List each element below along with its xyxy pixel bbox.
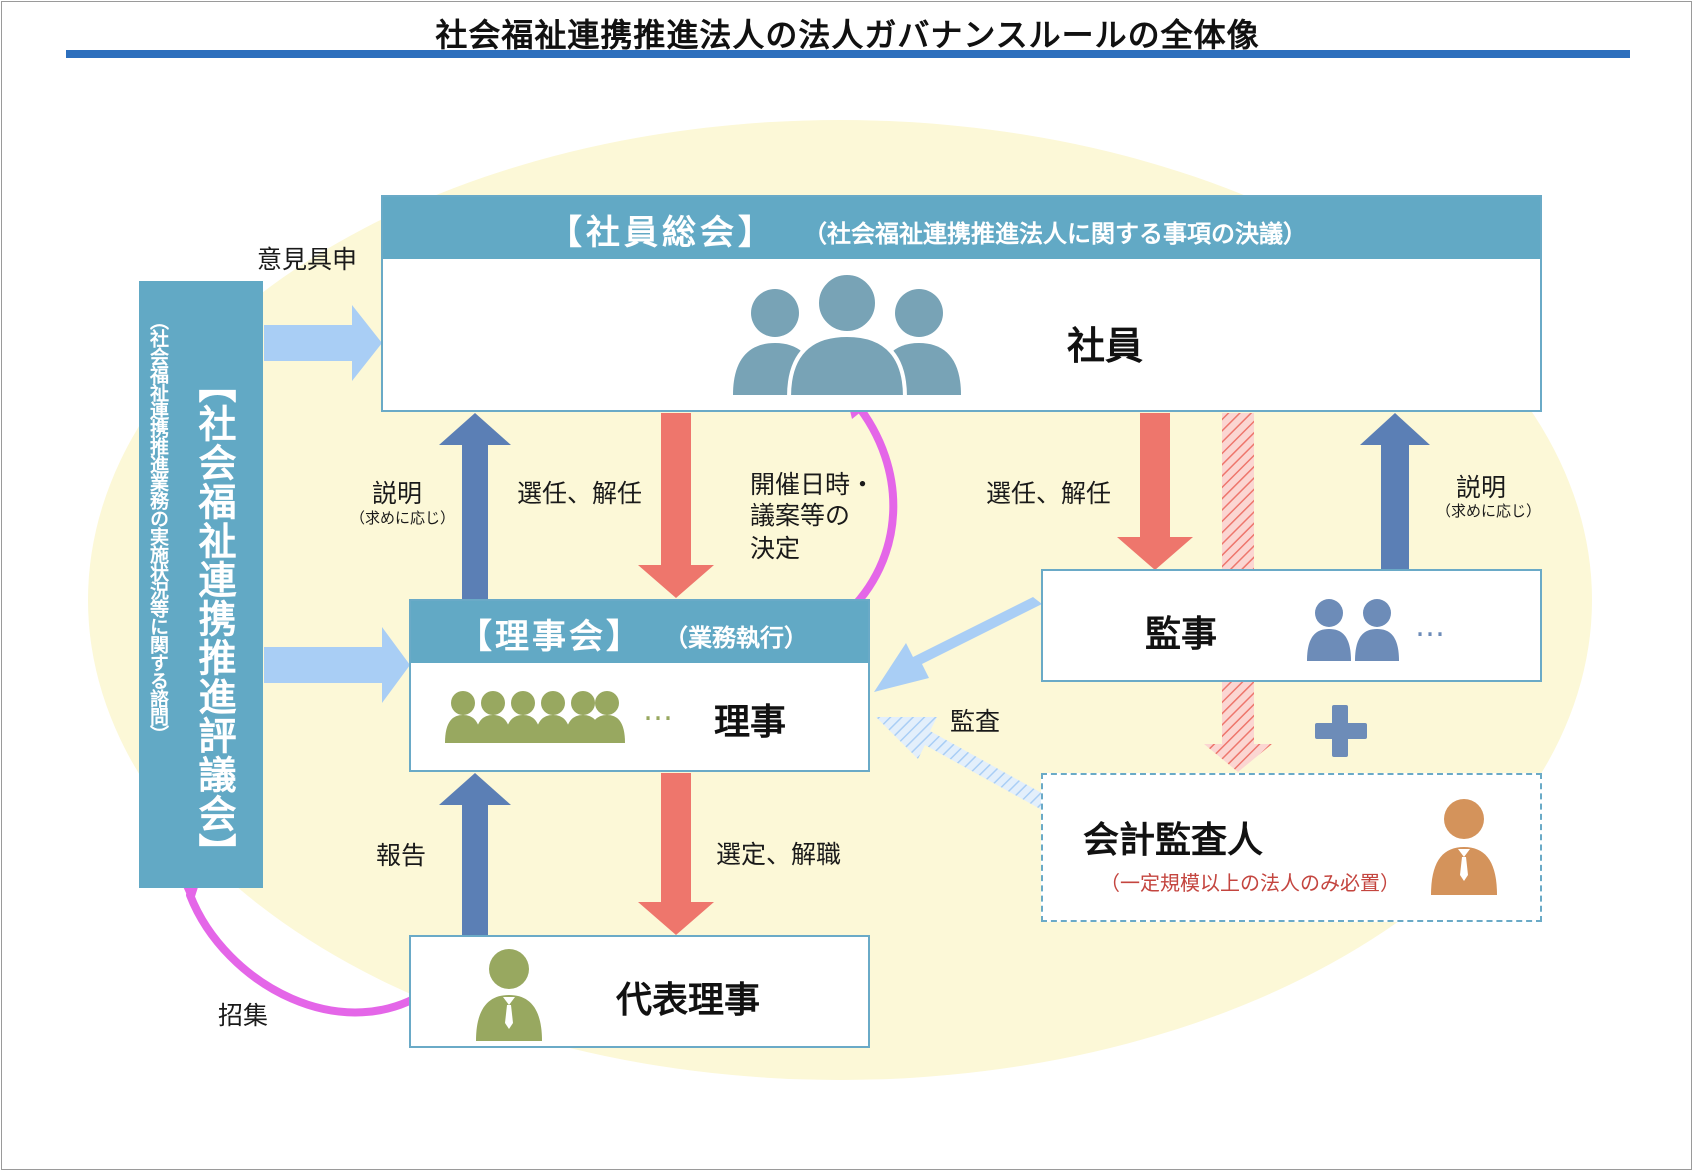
title-underline [66,50,1630,58]
arrow-representative-convene [186,891,436,1017]
auditor-label: 監事 [1145,614,1218,655]
general-meeting-header: 【社員総会】 （社会福祉連携推進法人に関する事項の決議） [383,197,1540,259]
label-appoint-right: 選任、解任 [986,479,1112,508]
auditor-box: 監事 … [1041,569,1542,682]
board-title: 【理事会】 [458,617,643,657]
label-audit: 監査 [950,707,1001,736]
arrow-council-to-board [264,627,410,703]
board-subtitle: （業務執行） [664,624,808,652]
label-meeting-decision-2: 議案等の [750,501,851,530]
arrow-auditor-audit-board [874,597,1042,692]
arrow-accounting-audit-board [876,717,1047,810]
board-header: 【理事会】 （業務執行） [411,601,868,663]
label-explain-right-sub: （求めに応じ） [1436,502,1542,520]
members-group-icon [733,271,961,399]
arrow-auditor-to-members-explain [1360,413,1430,570]
representative-icon [476,949,542,1041]
arrow-council-to-members [264,305,382,381]
label-explain-right: 説明 [1456,473,1507,502]
accounting-auditor-icon [1431,799,1497,895]
label-meeting-decision-3: 決定 [750,534,801,563]
general-meeting-box: 【社員総会】 （社会福祉連携推進法人に関する事項の決議） 社員 [381,195,1542,412]
auditors-ellipsis: … [1415,609,1445,644]
directors-label: 理事 [714,702,787,743]
council-name: 【社会福祉連携推進評議会】 [192,365,236,872]
label-explain-left: 説明 [372,479,423,508]
label-report: 報告 [376,841,427,870]
arrow-representative-report [439,773,511,935]
accounting-auditor-label: 会計監査人 [1083,820,1264,861]
arrow-board-select-representative [638,773,714,935]
accounting-auditor-note: （一定規模以上の法人のみ必置） [1100,871,1400,895]
members-label: 社員 [1067,324,1144,368]
arrow-members-to-board-appoint [638,413,714,598]
arrow-board-decide-meeting [841,398,898,619]
page-title: 社会福祉連携推進法人の法人ガバナンスルールの全体像 [435,16,1260,54]
general-meeting-title: 【社員総会】 [548,213,776,253]
label-meeting-decision-1: 開催日時・ [750,470,876,499]
arrow-representative-convene-head [181,882,199,906]
label-convene: 招集 [218,1001,269,1030]
auditors-icon [1307,599,1399,661]
arrow-board-to-members-explain [439,413,511,600]
council-box: （社会福祉連携推進業務の実施状況等に関する諮問） 【社会福祉連携推進評議会】 [139,281,263,888]
board-box: 【理事会】 （業務執行） … 理事 [409,599,870,772]
label-opinion: 意見具申 [257,245,358,274]
representative-box: 代表理事 [409,935,870,1048]
arrow-members-to-auditor-appoint [1117,413,1193,570]
directors-ellipsis: … [643,693,673,728]
label-explain-left-sub: （求めに応じ） [350,509,456,527]
directors-icon [445,691,625,743]
label-select-dismiss: 選定、解職 [716,840,842,869]
plus-icon [1315,705,1367,757]
accounting-auditor-box: 会計監査人 （一定規模以上の法人のみ必置） [1041,773,1542,922]
label-appoint-left: 選任、解任 [517,479,643,508]
representative-label: 代表理事 [616,980,761,1021]
general-meeting-subtitle: （社会福祉連携推進法人に関する事項の決議） [803,220,1307,248]
council-description: （社会福祉連携推進業務の実施状況等に関する諮問） [147,311,169,743]
